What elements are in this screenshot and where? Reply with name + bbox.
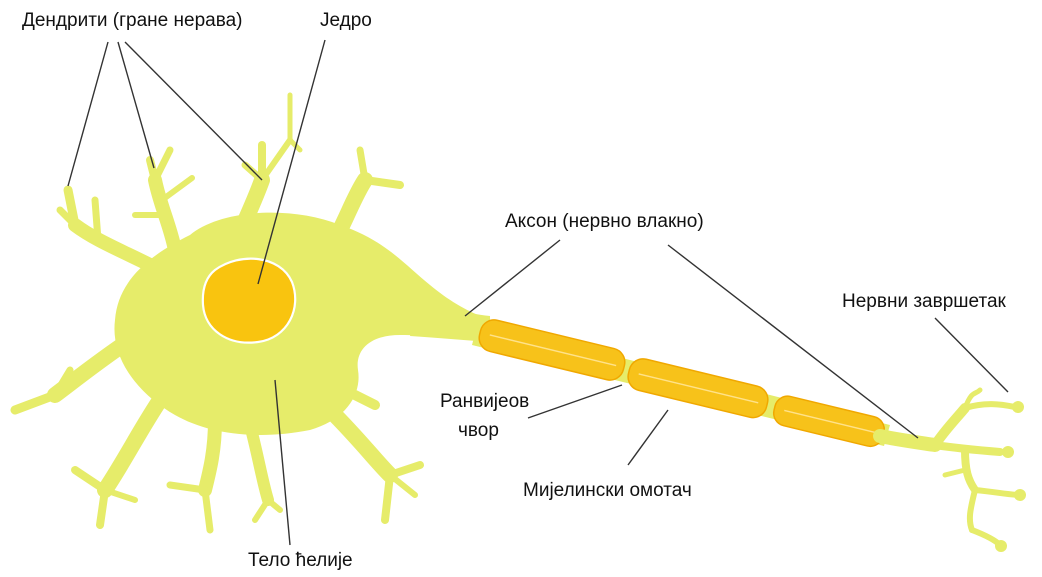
label-myelin-sheath: Мијелински омотач bbox=[523, 480, 692, 502]
label-nucleus: Једро bbox=[320, 10, 372, 32]
leader-dendrites-3 bbox=[125, 42, 262, 180]
nucleus-shape bbox=[203, 259, 295, 343]
label-node-of-ranvier-line1: Ранвијеов bbox=[440, 391, 529, 413]
leader-dendrites-1 bbox=[68, 42, 108, 186]
label-nerve-ending: Нервни завршетак bbox=[842, 291, 1006, 313]
leader-myelin bbox=[628, 410, 668, 465]
myelin-sheath bbox=[476, 317, 887, 449]
label-node-of-ranvier-line2: чвор bbox=[458, 420, 499, 442]
label-dendrites: Дендрити (гране нерава) bbox=[22, 10, 243, 32]
nerve-ending bbox=[880, 390, 1018, 545]
leader-nerve-ending bbox=[935, 318, 1008, 392]
leader-node-ranvier bbox=[528, 385, 622, 418]
neuron-shape bbox=[15, 95, 890, 530]
label-axon: Аксон (нервно влакно) bbox=[505, 211, 704, 233]
leader-axon bbox=[465, 240, 560, 316]
label-cell-body: Тело ћелије bbox=[248, 550, 353, 572]
leader-dendrites-2 bbox=[118, 42, 154, 168]
